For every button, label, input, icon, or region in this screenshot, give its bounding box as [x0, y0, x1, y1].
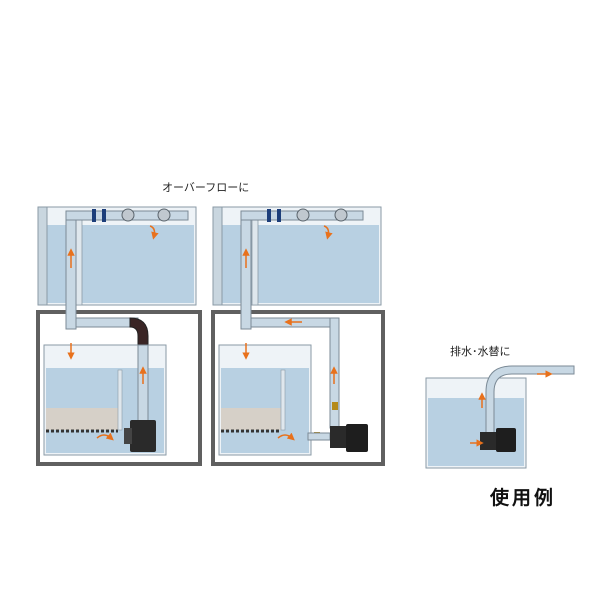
- middle-cabinet: [211, 310, 385, 466]
- drain-change-label: 排水･水替に: [450, 344, 511, 358]
- left-upper-wall: [37, 206, 48, 306]
- drain-change-system: [425, 365, 575, 469]
- flow-arrow-icon: [323, 225, 333, 240]
- pump-icon: [124, 420, 156, 452]
- middle-sump-sand: [221, 408, 281, 430]
- left-sump-divider: [117, 369, 123, 431]
- left-overflow-box: [75, 219, 83, 306]
- pump-icon: [480, 428, 516, 452]
- left-drain-pipe: [65, 213, 77, 330]
- middle-drain-pipe: [240, 213, 252, 330]
- overflow-label: オーバーフローに: [162, 181, 249, 194]
- flow-arrow-icon: [149, 225, 159, 240]
- middle-upper-wall: [212, 206, 223, 306]
- usage-example-title: 使用例: [489, 486, 556, 509]
- middle-overflow-system: [211, 206, 385, 466]
- left-return-pipe-h: [75, 317, 139, 328]
- middle-feed-pipe: [307, 432, 331, 441]
- left-sump-sand: [46, 408, 118, 430]
- middle-upper-water: [215, 225, 379, 303]
- flow-arrow-icon: [96, 432, 114, 441]
- middle-overflow-box: [251, 219, 259, 306]
- left-cabinet: [36, 310, 202, 466]
- left-overflow-system: [36, 206, 202, 466]
- middle-sump-divider: [280, 369, 286, 431]
- drain-hose: [485, 365, 575, 441]
- pump-icon: [330, 424, 368, 452]
- union-fitting-icon: [92, 208, 171, 222]
- union-fitting-icon: [267, 208, 348, 222]
- flow-arrow-icon: [277, 432, 295, 441]
- left-upper-water: [40, 225, 194, 303]
- left-return-pipe-v: [137, 344, 149, 426]
